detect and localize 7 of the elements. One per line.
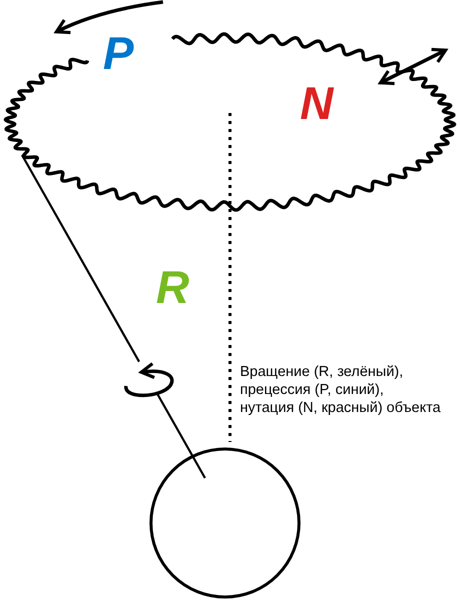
letter-label: N [300, 78, 334, 129]
letter-label: P [103, 28, 134, 79]
letter-label: R [156, 262, 190, 313]
caption-text: прецессия (P, синий), [240, 383, 384, 399]
caption-text: нутация (N, красный) объекта [240, 401, 441, 417]
caption-text: Вращение (R, зелёный), [240, 365, 404, 381]
sphere-outline [150, 448, 300, 598]
